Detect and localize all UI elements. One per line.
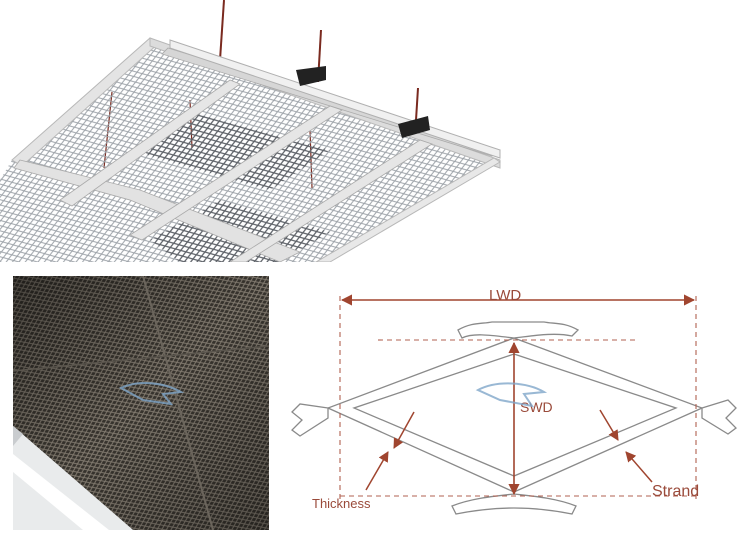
swd-label: SWD — [520, 399, 553, 415]
thickness-label: Thickness — [312, 496, 371, 511]
frame-edge — [315, 157, 501, 262]
thickness-arrow — [365, 451, 389, 491]
strand-arrow — [625, 451, 653, 483]
mesh-diamond-drawing: LWD SWD Thickness Strand — [291, 287, 737, 515]
hanger-rod — [415, 87, 419, 121]
hanger-clip — [398, 116, 430, 138]
ceiling-render-illustration — [0, 0, 501, 262]
installed-ceiling-photo — [13, 276, 269, 530]
ceiling-system-render — [0, 0, 751, 262]
hanger-clip — [296, 66, 326, 86]
ceiling-photo-image — [13, 276, 269, 530]
lwd-label: LWD — [489, 287, 521, 304]
cross-runner — [59, 79, 241, 207]
hanger-rod — [219, 0, 225, 61]
thickness-arrow — [393, 411, 415, 449]
mesh-dimension-diagram: LWD SWD Thickness Strand — [282, 270, 751, 538]
cross-runner — [229, 139, 433, 262]
cross-runner — [129, 105, 343, 241]
strand-arrow — [599, 409, 619, 441]
mesh-panel-shadow — [130, 112, 330, 190]
extension-lines — [339, 296, 697, 502]
watermark-logo — [475, 382, 548, 408]
strand-label: Strand — [652, 483, 699, 500]
